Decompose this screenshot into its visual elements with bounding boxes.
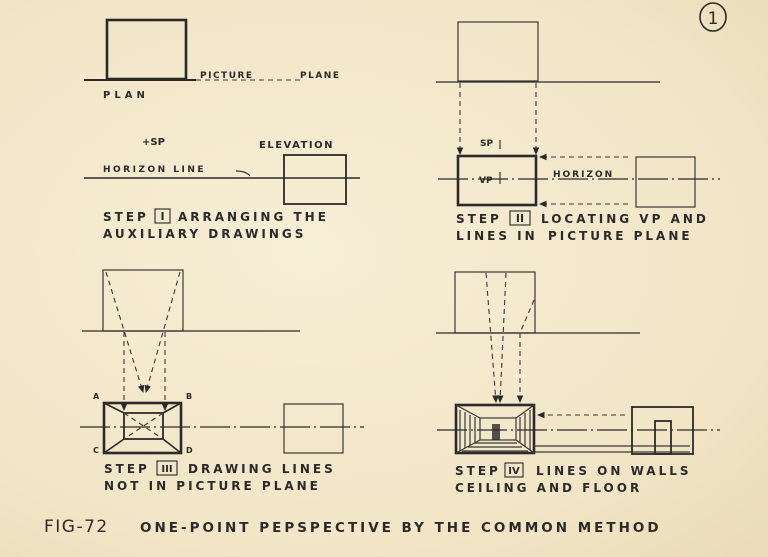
step-2-num: II bbox=[516, 212, 524, 225]
room-frame-4 bbox=[454, 403, 536, 455]
sight-line-4c bbox=[519, 299, 535, 334]
corner-a: A bbox=[93, 392, 100, 401]
step-3-word: STEP bbox=[104, 462, 150, 476]
elevation-rect-3 bbox=[283, 403, 344, 454]
plan-rect-4 bbox=[454, 271, 536, 334]
diag-2-3 bbox=[123, 412, 164, 440]
sp-label: +SP bbox=[142, 137, 165, 148]
room-edge-1 bbox=[455, 404, 481, 419]
step-2-num-box bbox=[509, 210, 531, 226]
sight-line-4b bbox=[497, 272, 507, 404]
step-3-panel: A B C D STEP III DRAWING LINES NOT IN PI… bbox=[80, 269, 364, 493]
room-door-4 bbox=[492, 424, 500, 440]
step-1-panel: PICTURE PLANE PLAN +SP ELEVATION HORIZON… bbox=[84, 18, 360, 241]
step-3-caption-1: DRAWING LINES bbox=[188, 462, 336, 476]
step-1-caption-2: AUXILIARY DRAWINGS bbox=[103, 227, 306, 241]
picture-rect-3 bbox=[102, 401, 183, 455]
step-1-num: I bbox=[160, 210, 164, 223]
step-3-num: III bbox=[161, 464, 172, 475]
step-1-caption-1: ARRANGING THE bbox=[178, 210, 329, 224]
elevation-rect bbox=[283, 154, 347, 205]
elevation-door-4 bbox=[654, 420, 672, 455]
plan-rect-2 bbox=[457, 21, 539, 82]
elevation-label: ELEVATION bbox=[259, 140, 334, 151]
corner-d: D bbox=[186, 446, 193, 455]
diag-1-3 bbox=[123, 412, 164, 440]
sight-line-right-3 bbox=[144, 271, 181, 394]
plane-label: PLANE bbox=[300, 71, 340, 81]
sp-label-2: SP bbox=[480, 139, 493, 149]
vp-label: VP bbox=[479, 176, 493, 186]
plan-rect bbox=[105, 18, 188, 81]
page-number-circle bbox=[699, 2, 727, 32]
picture-rect-2 bbox=[456, 154, 538, 207]
step-2-caption-2b: PICTURE PLANE bbox=[548, 229, 693, 243]
step-4-word: STEP bbox=[455, 464, 501, 478]
step-4-caption-1: LINES ON WALLS bbox=[536, 464, 692, 478]
horizon-line-label: HORIZON LINE bbox=[103, 165, 206, 175]
horizon-leader bbox=[235, 170, 251, 177]
plan-label: PLAN bbox=[103, 90, 149, 101]
step-2-word: STEP bbox=[456, 212, 502, 226]
step-3-num-box bbox=[156, 460, 178, 476]
room-edge-2 bbox=[515, 404, 535, 419]
edge-d-3 bbox=[162, 438, 182, 454]
corner-c: C bbox=[93, 446, 99, 455]
step-2-caption-2a: LINES IN bbox=[456, 229, 538, 243]
sight-line-4a bbox=[485, 272, 499, 404]
step-4-panel: STEP IV LINES ON WALLS CEILING AND FLOOR bbox=[436, 271, 720, 495]
figure-title: ONE-POINT PEPSPECTIVE BY THE COMMON METH… bbox=[140, 520, 662, 536]
elevation-rect-2 bbox=[635, 156, 696, 208]
step-4-num-box bbox=[504, 462, 524, 478]
step-2-panel: SP VP HORIZON STEP II LOCATING VP AND LI… bbox=[436, 21, 720, 243]
step-2-caption-1: LOCATING VP AND bbox=[541, 212, 709, 226]
figure-number: FIG-72 bbox=[44, 517, 109, 537]
edge-a-3 bbox=[103, 402, 125, 414]
edge-c-3 bbox=[103, 438, 125, 454]
page-number: 1 bbox=[708, 9, 719, 29]
back-wall-3 bbox=[123, 412, 164, 440]
edge-b-3 bbox=[162, 402, 182, 414]
step-1-num-box bbox=[154, 208, 171, 224]
step-4-caption-2: CEILING AND FLOOR bbox=[455, 481, 642, 495]
step-4-num: IV bbox=[508, 466, 520, 477]
step-3-caption-2: NOT IN PICTURE PLANE bbox=[104, 479, 321, 493]
step-1-word: STEP bbox=[103, 210, 149, 224]
room-hatching-4 bbox=[459, 410, 531, 452]
picture-label: PICTURE bbox=[200, 71, 254, 81]
corner-b: B bbox=[186, 392, 192, 401]
sight-line-left-3 bbox=[105, 271, 145, 394]
horizon-label-2: HORIZON bbox=[553, 170, 614, 180]
